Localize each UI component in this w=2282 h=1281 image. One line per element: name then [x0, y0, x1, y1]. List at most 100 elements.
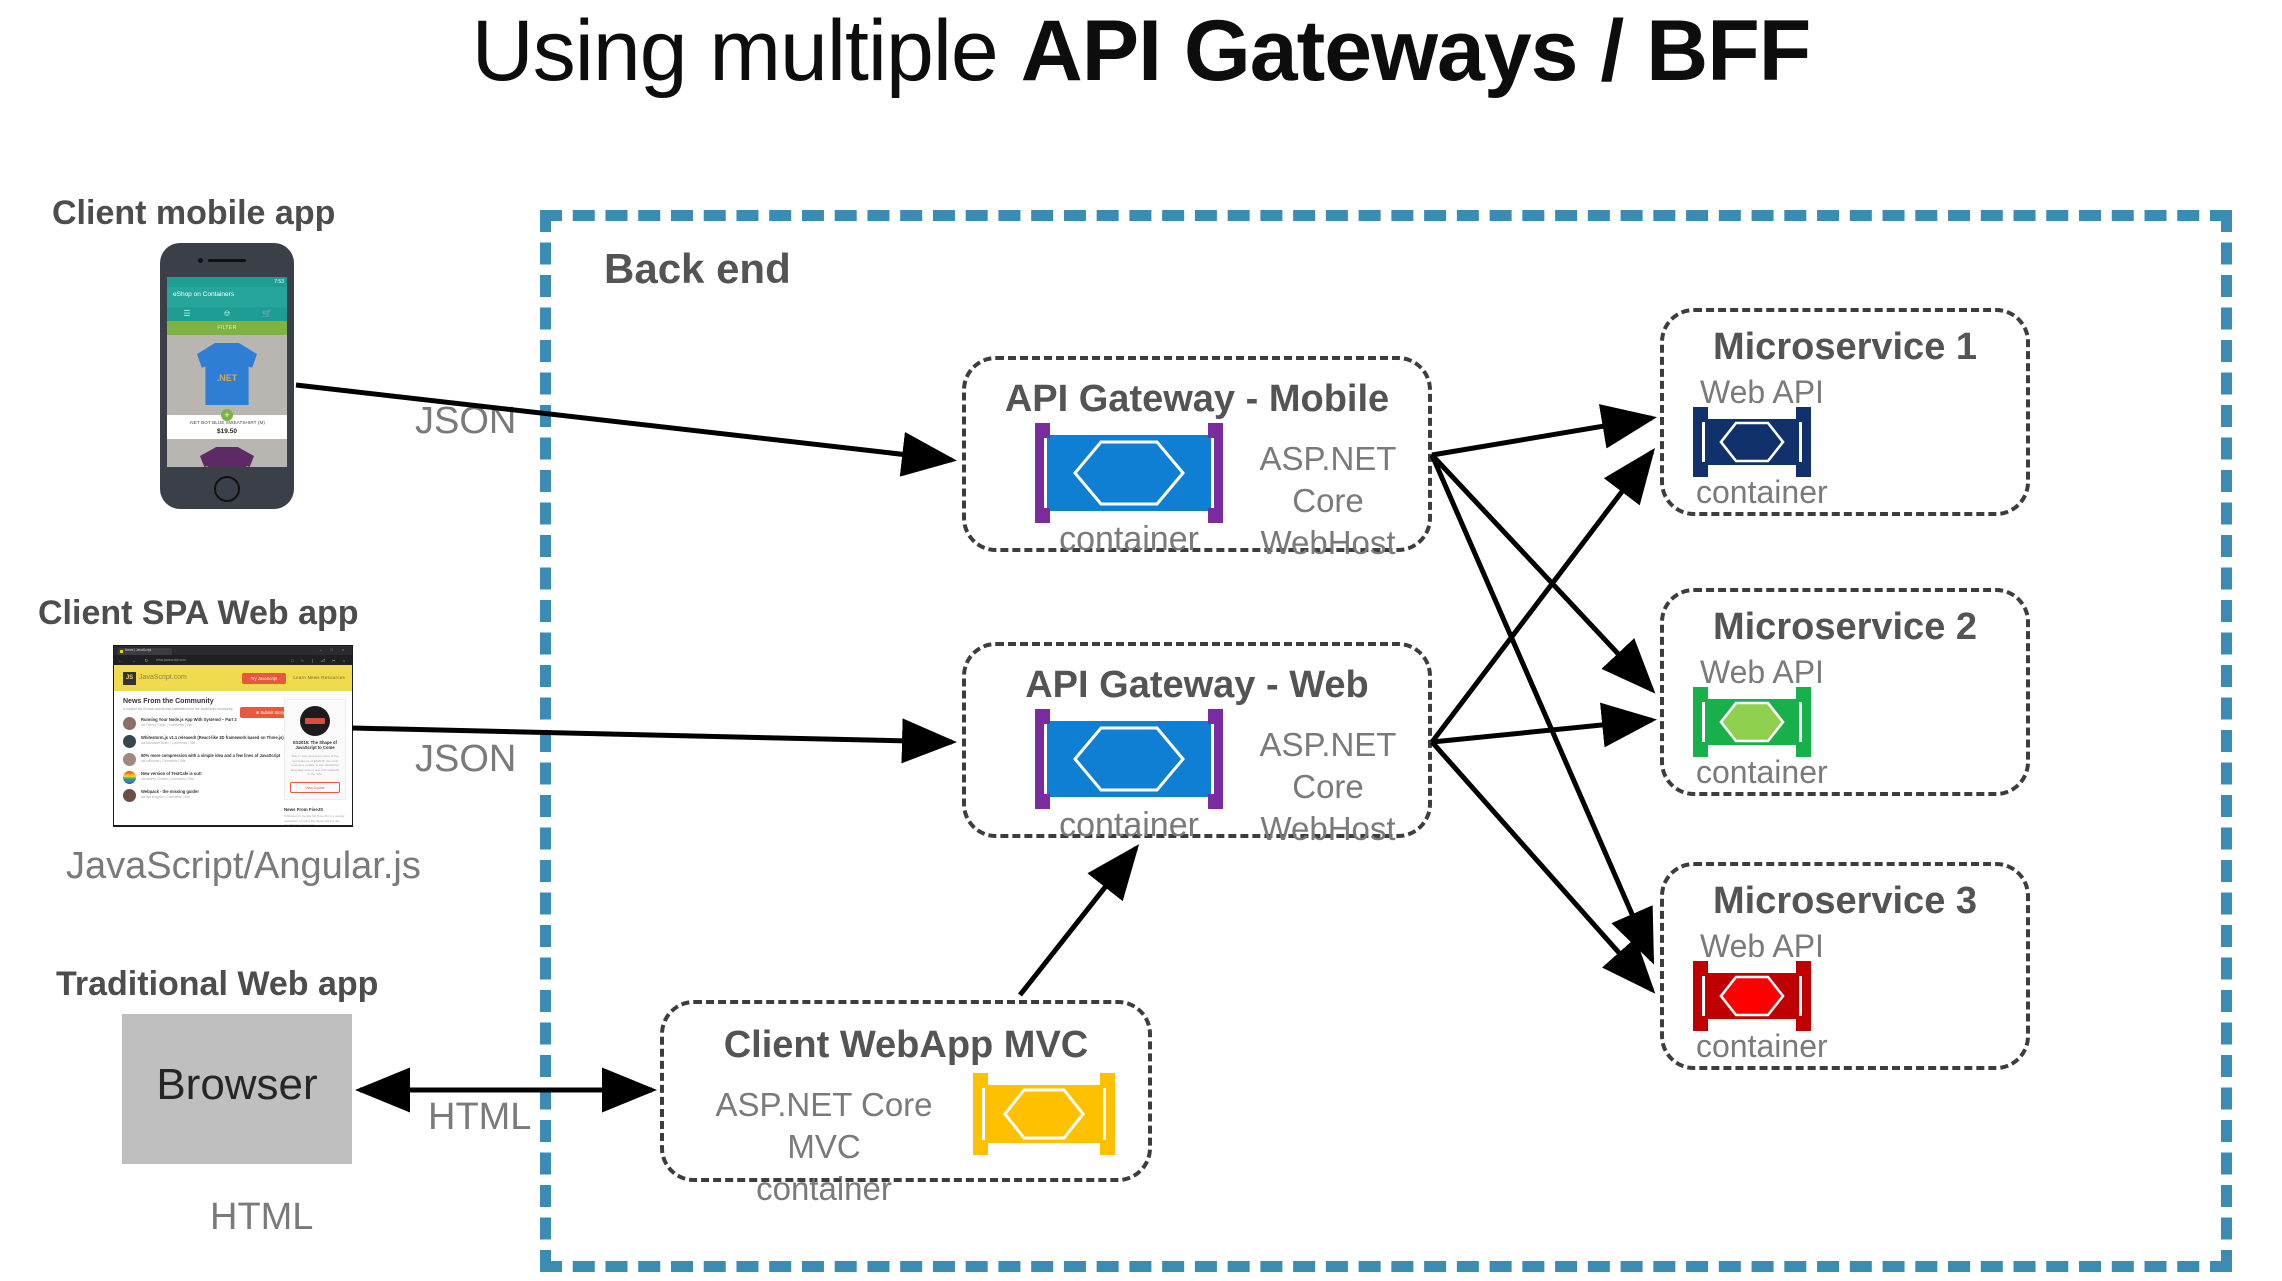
runtime-line-1: ASP.NET Core: [1259, 440, 1397, 520]
spa-site-header: JS JavaScript.com Try JavaScript Learn N…: [114, 665, 352, 691]
microservice-3-kind: Web API: [1700, 928, 1824, 964]
avatar: [123, 752, 136, 766]
avatar: [123, 734, 136, 748]
runtime-line-2: container: [756, 1170, 892, 1208]
container-icon: [973, 1073, 1115, 1155]
phone-home-button[interactable]: [214, 476, 240, 502]
container-icon: [1035, 709, 1223, 809]
browser-nav-icons[interactable]: ← → ↻: [118, 657, 153, 663]
client-webapp-mvc-box[interactable]: Client WebApp MVC ASP.NET Core MVC conta…: [660, 1000, 1152, 1207]
page-title-bold: API Gateways / BFF: [1020, 3, 1812, 99]
article-title[interactable]: Whitestorm.js v1.1 released! (React-like…: [141, 734, 284, 740]
container-label: container: [1696, 1028, 1828, 1064]
article-title[interactable]: Running Your Node.js App With Systemd – …: [141, 716, 237, 722]
phone-tab-menu-icon[interactable]: ☰: [183, 309, 191, 318]
microservice-2-title: Microservice 2: [1712, 606, 1978, 648]
container-icon: [1693, 407, 1811, 477]
phone-product-price: $19.50: [217, 428, 237, 435]
microservice-2-kind: Web API: [1700, 654, 1824, 690]
spa-subhead: A curated list of news and stories submi…: [123, 707, 234, 711]
window-controls[interactable]: – □ ×: [319, 648, 348, 652]
phone-product-image: .NET +: [167, 335, 287, 421]
microservice-1-kind: Web API: [1700, 374, 1824, 410]
container-icon: [1693, 687, 1811, 757]
traditional-sub-label: HTML: [210, 1196, 314, 1238]
browser-url-text[interactable]: www.javascript.com: [156, 657, 186, 662]
list-item[interactable]: 50% more compression with a simple idea …: [123, 752, 298, 766]
microservice-1-title: Microservice 1: [1712, 326, 1978, 368]
list-item[interactable]: New version of TestCafe is out! via Andr…: [123, 770, 298, 784]
microservice-1-box[interactable]: Microservice 1 Web API container: [1660, 308, 2030, 516]
spa-cta-button[interactable]: Try JavaScript: [242, 673, 286, 684]
container-label: container: [1696, 754, 1828, 790]
spa-headline: News From the Community: [123, 698, 214, 705]
list-item[interactable]: Running Your Node.js App With Systemd – …: [123, 716, 298, 730]
client-traditional-heading: Traditional Web app: [56, 965, 379, 1003]
phone-tab-profile-icon[interactable]: ⎊: [223, 309, 231, 318]
browser-tab[interactable]: [118, 647, 172, 655]
spa-submit-story-button[interactable]: ⊕ Submit Story: [240, 707, 300, 718]
client-webapp-mvc-title: Client WebApp MVC: [723, 1024, 1089, 1066]
dotnet-logo-text: .NET: [216, 373, 238, 383]
phone-tab-bar[interactable]: ☰ ⎊ 🛒: [167, 307, 287, 321]
article-title[interactable]: Webpack - the missing guide!: [141, 788, 199, 794]
browser-toolbar-icons[interactable]: □ ☆ ∣ ⎇ ✂ ⌂: [291, 657, 348, 663]
client-spa-heading: Client SPA Web app: [38, 594, 359, 632]
article-meta: via Alexander Buzin | Comments | Site: [141, 741, 196, 746]
runtime-line-2: WebHost: [1260, 810, 1396, 848]
mobile-protocol-label: JSON: [415, 400, 517, 442]
spa-main: News From the Community A curated list o…: [114, 691, 352, 802]
runtime-line-1: ASP.NET Core MVC: [715, 1086, 933, 1166]
article-title[interactable]: New version of TestCafe is out!: [141, 770, 202, 776]
phone-product-name: .NET BOT BLUE SWEATSHIRT (M): [188, 420, 266, 425]
phone-filter-button[interactable]: FILTER: [167, 321, 287, 335]
api-gateway-mobile-box[interactable]: API Gateway - Mobile container ASP.NET C…: [962, 356, 1432, 561]
spa-brand-suffix: .com: [171, 674, 187, 681]
hoodie-graphic: [197, 343, 257, 405]
browser-box: [122, 1014, 352, 1164]
page-title-light: Using multiple: [471, 3, 1021, 99]
avatar: [123, 716, 136, 730]
spa-nav-links[interactable]: Learn News Resources: [293, 675, 345, 680]
browser-tab-favicon: [120, 649, 123, 653]
api-gateway-web-box[interactable]: API Gateway - Web container ASP.NET Core…: [962, 642, 1432, 847]
article-title[interactable]: 50% more compression with a simple idea …: [141, 752, 281, 758]
microservice-2-box[interactable]: Microservice 2 Web API container: [1660, 588, 2030, 796]
container-label: container: [1696, 474, 1828, 510]
spa-course-card: ES2015: The Shape of JavaScript to Come …: [284, 699, 346, 801]
spa-brand: JavaScript.com: [139, 674, 187, 681]
microservice-3-box[interactable]: Microservice 3 Web API container: [1660, 862, 2030, 1070]
list-item[interactable]: Webpack - the missing guide! via Ilya Mo…: [123, 788, 298, 802]
api-gateway-mobile-title: API Gateway - Mobile: [1004, 378, 1390, 420]
course-title: ES2015: The Shape of JavaScript to Come: [293, 740, 337, 751]
article-meta: via Andrey Churkin | Comments | Site: [141, 777, 194, 782]
sidebar-section-title: News From FiveJS: [284, 807, 324, 813]
browser-box-label: Browser: [156, 1060, 318, 1109]
runtime-line-1: ASP.NET Core: [1259, 726, 1397, 806]
phone-speaker: [208, 259, 246, 262]
page-title: Using multiple API Gateways / BFF: [0, 2, 2282, 101]
spa-tech-label: JavaScript/Angular.js: [66, 845, 421, 887]
spa-protocol-label: JSON: [415, 738, 517, 780]
add-to-cart-icon[interactable]: +: [221, 409, 233, 421]
view-course-button[interactable]: View Course: [290, 782, 340, 794]
list-item[interactable]: Whitestorm.js v1.1 released! (React-like…: [123, 734, 298, 748]
phone-product-image-2: [167, 439, 287, 467]
container-label: container: [1059, 806, 1199, 844]
phone-status-bar: 7:53: [167, 277, 287, 287]
browser-tabstrip: News | JavaScript – □ ×: [114, 646, 352, 655]
client-mobile-device: 7:53 eShop on Containers ☰ ⎊ 🛒 FILTER .N…: [160, 243, 294, 509]
container-icon: [1035, 423, 1223, 523]
backend-label: Back end: [604, 245, 791, 292]
microservice-3-title: Microservice 3: [1712, 880, 1978, 922]
article-meta: via Tierney Coren | Comments | Site: [141, 723, 193, 728]
client-spa-browser: News | JavaScript – □ × ← → ↻ www.javasc…: [113, 645, 353, 827]
phone-screen: 7:53 eShop on Containers ☰ ⎊ 🛒 FILTER .N…: [167, 277, 287, 467]
article-meta: via Ilya Mogvolv | Comments | Site: [141, 795, 190, 800]
article-meta: via orfhuman | Comments | Site: [141, 759, 186, 764]
api-gateway-web-title: API Gateway - Web: [1025, 664, 1369, 706]
phone-tab-cart-icon[interactable]: 🛒: [262, 309, 272, 318]
phone-app-title: eShop on Containers: [167, 287, 287, 307]
spa-page: JS JavaScript.com Try JavaScript Learn N…: [114, 665, 352, 825]
avatar: [123, 788, 136, 802]
